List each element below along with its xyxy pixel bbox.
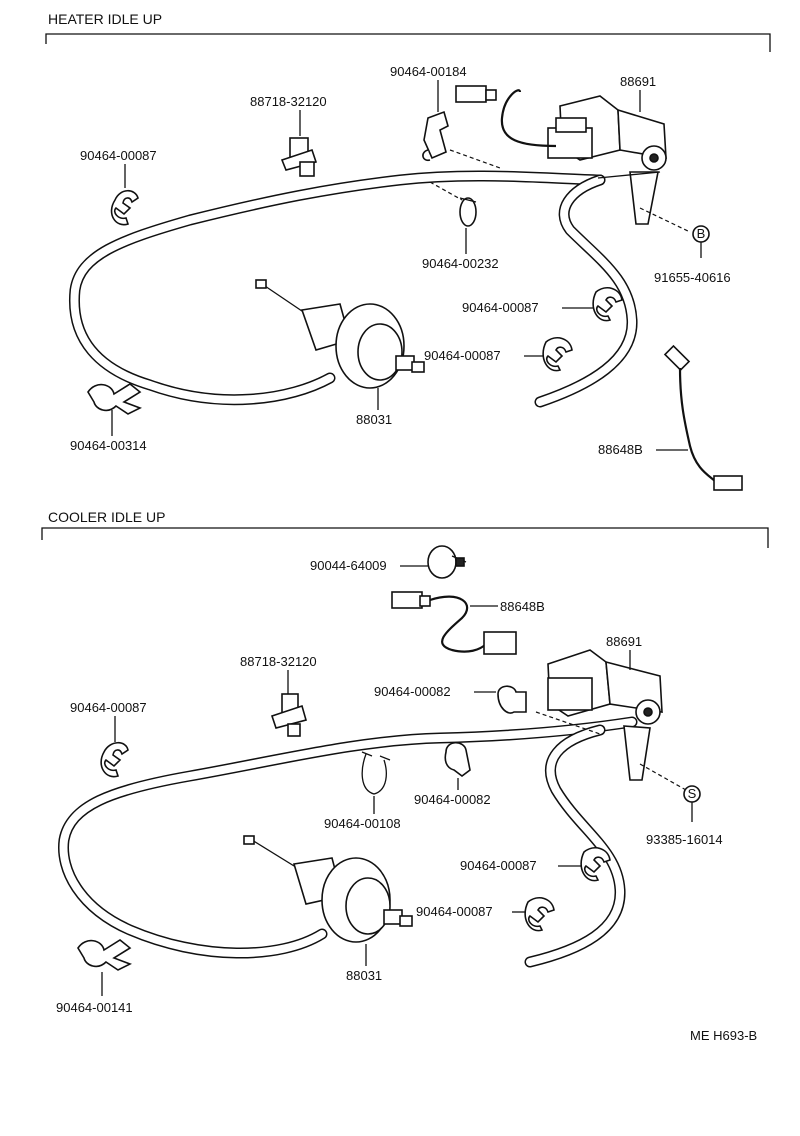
guide-line	[639, 763, 687, 791]
part-label: 90464-00314	[70, 438, 147, 453]
guide-line	[535, 711, 601, 735]
hose-clip-small-a	[497, 685, 527, 714]
part-label: 88718-32120	[250, 94, 327, 109]
hose-clamp-right-b-cooler	[524, 897, 555, 932]
part-label: 88031	[356, 412, 392, 427]
part-label: 90464-00108	[324, 816, 401, 831]
part-label: 90464-00087	[462, 300, 539, 315]
part-label: 90464-00184	[390, 64, 467, 79]
section-title-heater: HEATER IDLE UP	[48, 11, 162, 27]
hose-clamp-right-a	[592, 287, 623, 322]
part-label: 90464-00087	[424, 348, 501, 363]
part-label: 88691	[606, 634, 642, 649]
guide-line	[429, 181, 463, 201]
bracket-clip-upper	[422, 110, 449, 162]
vsv-wire-connector	[455, 85, 557, 148]
part-label: 90464-00082	[414, 792, 491, 807]
wire-connector-clip-cooler	[270, 693, 307, 737]
part-label: 90464-00087	[70, 700, 147, 715]
part-label: 93385-16014	[646, 832, 723, 847]
vacuum-hose-cooler	[58, 716, 638, 968]
part-label: 88648B	[598, 442, 643, 457]
part-label: 90464-00232	[422, 256, 499, 271]
part-label: 90464-00087	[80, 148, 157, 163]
part-label: 90464-00141	[56, 1000, 133, 1015]
part-label: 88691	[620, 74, 656, 89]
hose-clamp-right-b	[542, 337, 573, 372]
wire-harness	[663, 344, 743, 491]
section-heater-idle-up: HEATER IDLE UP	[45, 11, 771, 491]
idle-up-actuator-cooler	[243, 835, 413, 943]
part-label: 90464-00087	[460, 858, 537, 873]
wire-clip-u	[361, 751, 391, 795]
hose-band-clamp	[427, 545, 467, 579]
vacuum-switching-valve	[547, 95, 667, 225]
wire-clip-loop	[459, 197, 477, 227]
part-label: 90044-64009	[310, 558, 387, 573]
wire-harness-cooler	[391, 591, 517, 655]
diagram-code: ME H693-B	[690, 1028, 757, 1043]
part-label: 88031	[346, 968, 382, 983]
hose-clamp-left-cooler	[100, 741, 129, 778]
marker-b-letter: B	[697, 226, 706, 241]
hose-clamp-left	[110, 189, 139, 226]
part-label: 90464-00082	[374, 684, 451, 699]
guide-line	[449, 149, 501, 169]
part-label: 88718-32120	[240, 654, 317, 669]
part-label: 88648B	[500, 599, 545, 614]
section-cooler-idle-up: COOLER IDLE UP	[41, 509, 769, 1015]
section-bracket-cooler	[41, 527, 769, 548]
part-label: 91655-40616	[654, 270, 731, 285]
wire-connector-clip	[280, 137, 318, 177]
hose-clamp-double-cooler	[77, 939, 132, 971]
marker-s-letter: S	[688, 786, 697, 801]
part-label: 90464-00087	[416, 904, 493, 919]
section-bracket-heater	[45, 33, 771, 52]
guide-line	[639, 207, 691, 233]
idle-up-actuator	[255, 279, 425, 389]
section-title-cooler: COOLER IDLE UP	[48, 509, 165, 525]
vacuum-hose-heater	[68, 170, 638, 408]
hose-clamp-double	[87, 383, 142, 415]
vacuum-switching-valve-cooler	[547, 649, 663, 781]
hose-clip-small-b	[444, 741, 471, 777]
hose-clamp-right-a-cooler	[580, 847, 611, 882]
